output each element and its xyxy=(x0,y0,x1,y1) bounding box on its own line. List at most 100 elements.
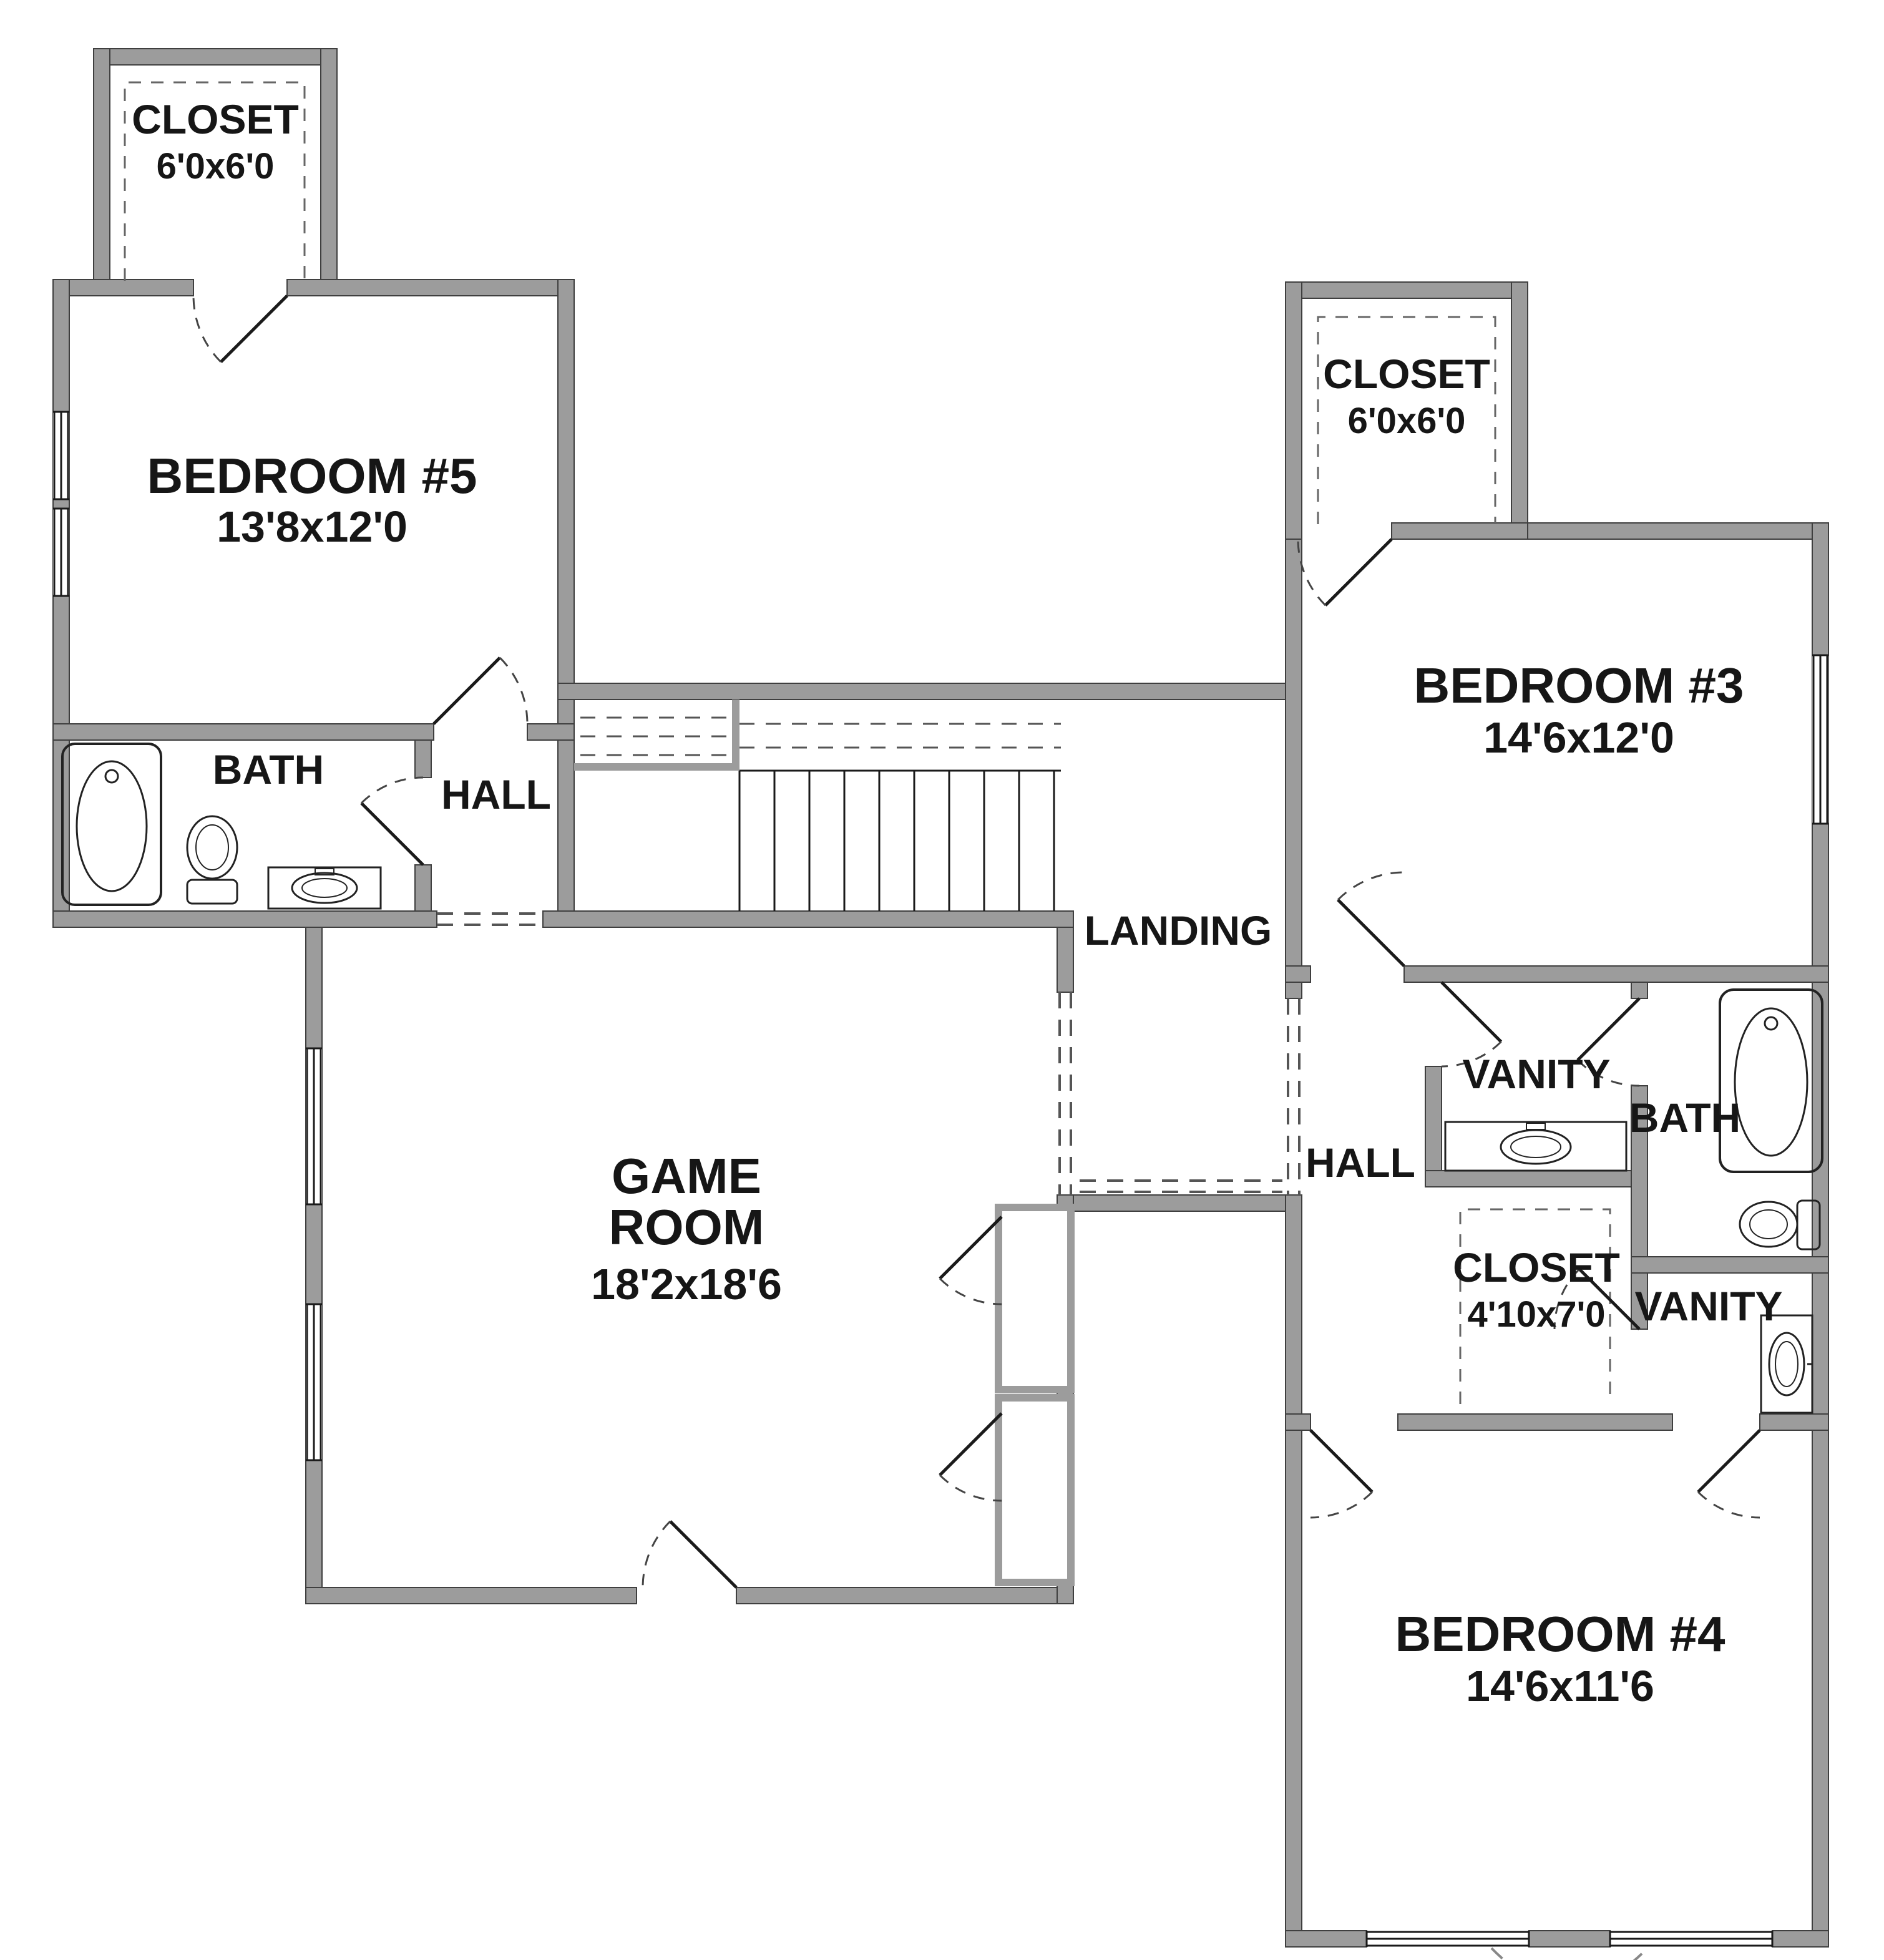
wall xyxy=(1425,1066,1442,1171)
shelf-dash xyxy=(1459,1208,1611,1404)
room-dims-closet-tr: 6'0x6'0 xyxy=(1348,401,1466,441)
wall xyxy=(736,1587,1074,1604)
room-label-game-2: ROOM xyxy=(609,1199,764,1255)
room-label-landing: LANDING xyxy=(1085,907,1272,953)
plumbing-fixtures xyxy=(61,743,1823,1414)
door-leaf xyxy=(1697,1429,1761,1493)
wall xyxy=(414,739,432,778)
tub-drain xyxy=(1764,1016,1779,1031)
door-swing-arc xyxy=(939,1277,1002,1305)
wall xyxy=(1285,281,1528,299)
game-room-closets xyxy=(995,1204,1075,1586)
room-label-hall-right: HALL xyxy=(1306,1139,1415,1186)
storage-closet xyxy=(995,1394,1075,1586)
door-leaf xyxy=(1440,981,1503,1043)
sink-basin xyxy=(301,878,348,898)
wall xyxy=(305,1587,637,1604)
door-swing-arc xyxy=(1697,1491,1760,1519)
room-label-bath-right: BATH xyxy=(1629,1095,1740,1141)
wall xyxy=(52,279,194,296)
room-label-vanity-upper: VANITY xyxy=(1462,1051,1610,1097)
wall xyxy=(1285,1930,1367,1948)
sink-counter xyxy=(1444,1121,1628,1172)
wall xyxy=(1759,1413,1829,1431)
wall xyxy=(557,683,1302,700)
room-dims-bedroom5: 13'8x12'0 xyxy=(217,502,408,551)
room-label-closet-tr: CLOSET xyxy=(1323,351,1490,397)
door-leaf xyxy=(669,1520,738,1589)
faucet xyxy=(315,868,334,875)
room-labels: CLOSET 6'0x6'0 BEDROOM #5 13'8x12'0 BATH… xyxy=(132,96,1782,1710)
wall xyxy=(1285,281,1302,540)
wall xyxy=(1631,982,1648,999)
wall xyxy=(1772,1930,1829,1948)
toilet-seat xyxy=(1749,1209,1788,1239)
door-swing-arc xyxy=(360,776,424,804)
room-label-game-1: GAME xyxy=(612,1148,761,1204)
door-swing-arc xyxy=(1441,1041,1502,1068)
shelf-dash xyxy=(1317,316,1496,524)
wall xyxy=(52,910,437,928)
door-swing-arc xyxy=(1576,1059,1640,1087)
room-label-hall-left: HALL xyxy=(441,771,551,817)
wall xyxy=(1527,522,1829,540)
wall xyxy=(1073,1194,1286,1212)
room-label-bedroom5: BEDROOM #5 xyxy=(147,448,477,504)
room-label-vanity-lower: VANITY xyxy=(1634,1283,1782,1329)
wall xyxy=(542,910,1074,928)
wall xyxy=(1403,965,1829,983)
door-leaf xyxy=(360,802,424,866)
wall xyxy=(93,48,110,296)
stair-halfwall xyxy=(574,763,739,771)
door-swing-arc xyxy=(1297,539,1326,607)
wall xyxy=(1285,539,1302,999)
bathtub xyxy=(1719,988,1823,1173)
wall xyxy=(320,48,338,296)
door-swing-arc xyxy=(1337,871,1405,900)
wall xyxy=(1528,1930,1611,1948)
door-leaf xyxy=(432,656,501,725)
door-leaf xyxy=(1324,538,1393,607)
room-dims-game: 18'2x18'6 xyxy=(591,1260,782,1309)
room-dims-bedroom4: 14'6x11'6 xyxy=(1466,1662,1654,1710)
stair-halfwalls xyxy=(574,700,739,771)
door-leaf xyxy=(939,1216,1003,1280)
dashed-openings xyxy=(437,912,1301,1195)
wall xyxy=(52,723,434,741)
wall xyxy=(286,279,575,296)
wall xyxy=(93,48,338,66)
wall xyxy=(1285,1194,1302,1948)
storage-closet xyxy=(995,1204,1075,1393)
door-swing-arc xyxy=(1553,1268,1580,1330)
sink xyxy=(1768,1332,1805,1397)
room-label-closet-tl: CLOSET xyxy=(132,96,299,142)
door-swings xyxy=(192,295,1761,1589)
door-leaf xyxy=(1576,997,1641,1061)
wall xyxy=(1057,927,1074,993)
wall xyxy=(527,723,575,741)
toilet xyxy=(1739,1201,1799,1248)
door-leaf xyxy=(1578,1268,1641,1330)
door-leaf xyxy=(1309,1429,1374,1493)
door-leaf xyxy=(1337,899,1405,967)
wall xyxy=(305,927,323,1604)
sink-counter xyxy=(267,866,382,910)
wall xyxy=(1511,281,1528,540)
stair-halfwall xyxy=(732,700,739,771)
wall xyxy=(1391,522,1528,540)
wall xyxy=(1285,1413,1311,1431)
wall xyxy=(1425,1170,1648,1187)
closet-shelf-dashes xyxy=(124,81,1649,1960)
door-swing-arc xyxy=(939,1474,1002,1502)
bay-dash xyxy=(1490,1947,1649,1960)
windows xyxy=(53,411,1828,1947)
door-leaf xyxy=(220,295,288,363)
room-dims-closet-small: 4'10x7'0 xyxy=(1467,1294,1605,1335)
room-dims-bedroom3: 14'6x12'0 xyxy=(1483,713,1674,762)
shelf-dash xyxy=(124,81,306,281)
door-swing-arc xyxy=(499,656,529,724)
bathtub xyxy=(61,743,162,906)
toilet-tank xyxy=(186,879,238,905)
door-swing-arc xyxy=(1310,1491,1374,1519)
